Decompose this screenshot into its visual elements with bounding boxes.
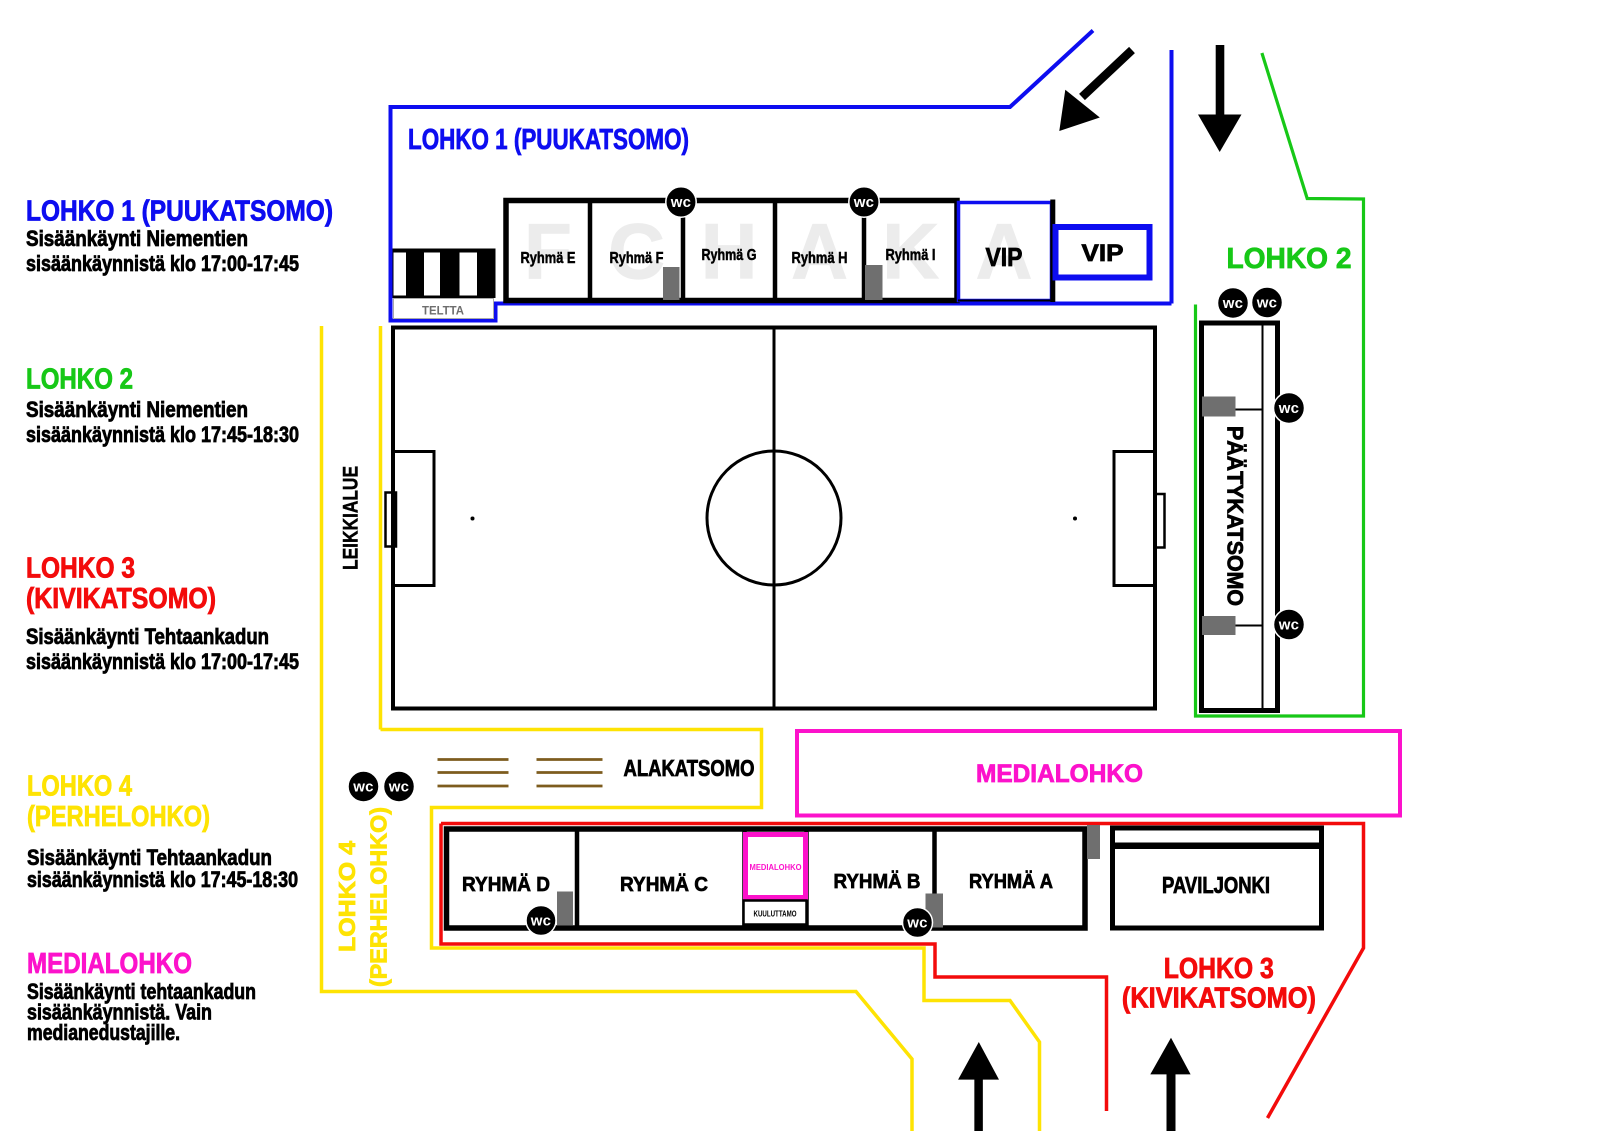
svg-text:LOHKO 3: LOHKO 3 (26, 553, 135, 585)
svg-text:(PERHELOHKO): (PERHELOHKO) (366, 807, 392, 987)
svg-text:Ryhmä H: Ryhmä H (792, 250, 848, 267)
svg-text:wc: wc (1222, 295, 1244, 312)
svg-text:LOHKO 4: LOHKO 4 (27, 771, 132, 803)
svg-text:Sisäänkäynti Niementien: Sisäänkäynti Niementien (26, 397, 248, 422)
svg-text:sisäänkäynnistä klo 17:00-17:4: sisäänkäynnistä klo 17:00-17:45 (26, 251, 299, 276)
svg-text:sisäänkäynnistä klo 17:45-18:3: sisäänkäynnistä klo 17:45-18:30 (27, 867, 298, 892)
svg-text:wc: wc (352, 779, 374, 796)
svg-text:LOHKO 2: LOHKO 2 (26, 364, 133, 396)
svg-text:Sisäänkäynti Tehtaankadun: Sisäänkäynti Tehtaankadun (26, 624, 269, 649)
svg-text:sisäänkäynnistä. Vain: sisäänkäynnistä. Vain (27, 1000, 212, 1025)
svg-text:F: F (524, 207, 572, 295)
svg-text:C: C (608, 207, 664, 295)
svg-text:RYHMÄ C: RYHMÄ C (620, 873, 708, 896)
svg-text:MEDIALOHKO: MEDIALOHKO (27, 948, 192, 980)
svg-text:LOHKO 1 (PUUKATSOMO): LOHKO 1 (PUUKATSOMO) (408, 124, 689, 156)
svg-text:medianedustajille.: medianedustajille. (27, 1020, 180, 1045)
svg-text:LOHKO 2: LOHKO 2 (1227, 243, 1352, 275)
svg-text:LOHKO 3: LOHKO 3 (1164, 953, 1274, 985)
svg-text:RYHMÄ A: RYHMÄ A (969, 870, 1053, 893)
svg-text:A: A (976, 207, 1032, 295)
svg-text:wc: wc (388, 779, 410, 796)
svg-text:Ryhmä F: Ryhmä F (610, 250, 664, 267)
svg-text:VIP: VIP (1082, 240, 1124, 267)
svg-text:wc: wc (1278, 617, 1300, 634)
svg-text:Ryhmä G: Ryhmä G (702, 247, 757, 264)
svg-text:Sisäänkäynti Niementien: Sisäänkäynti Niementien (26, 226, 248, 251)
svg-text:VIP: VIP (986, 242, 1023, 272)
svg-text:H: H (701, 207, 757, 295)
svg-text:MEDIALOHKO: MEDIALOHKO (750, 862, 802, 872)
svg-text:wc: wc (670, 194, 692, 211)
svg-text:ALAKATSOMO: ALAKATSOMO (624, 755, 755, 781)
svg-text:PÄÄTYKATSOMO: PÄÄTYKATSOMO (1223, 426, 1248, 606)
svg-text:wc: wc (853, 194, 875, 211)
svg-text:wc: wc (1278, 400, 1300, 417)
svg-text:LOHKO 4: LOHKO 4 (334, 841, 360, 952)
svg-text:wc: wc (906, 915, 928, 932)
svg-text:Sisäänkäynti tehtaankadun: Sisäänkäynti tehtaankadun (27, 979, 256, 1004)
svg-text:PAVILJONKI: PAVILJONKI (1162, 872, 1270, 898)
svg-text:K: K (882, 207, 938, 295)
svg-text:wc: wc (530, 913, 552, 930)
svg-text:RYHMÄ B: RYHMÄ B (834, 870, 921, 893)
svg-text:MEDIALOHKO: MEDIALOHKO (976, 760, 1143, 788)
svg-text:LEIKKIALUE: LEIKKIALUE (340, 466, 363, 570)
svg-text:RYHMÄ D: RYHMÄ D (462, 873, 550, 896)
svg-text:Ryhmä I: Ryhmä I (886, 247, 936, 264)
svg-text:TELTTA: TELTTA (422, 306, 464, 318)
svg-text:(KIVIKATSOMO): (KIVIKATSOMO) (1122, 983, 1316, 1015)
svg-text:wc: wc (1256, 295, 1278, 312)
svg-text:(PERHELOHKO): (PERHELOHKO) (27, 801, 210, 833)
svg-text:LOHKO 1 (PUUKATSOMO): LOHKO 1 (PUUKATSOMO) (26, 196, 333, 228)
svg-text:Sisäänkäynti Tehtaankadun: Sisäänkäynti Tehtaankadun (27, 845, 272, 870)
svg-text:Ryhmä E: Ryhmä E (521, 250, 576, 267)
svg-text:KUULUTTAMO: KUULUTTAMO (754, 909, 797, 919)
svg-text:sisäänkäynnistä klo 17:45-18:3: sisäänkäynnistä klo 17:45-18:30 (26, 422, 299, 447)
svg-text:(KIVIKATSOMO): (KIVIKATSOMO) (26, 583, 216, 615)
svg-text:A: A (791, 207, 847, 295)
svg-text:sisäänkäynnistä klo 17:00-17:4: sisäänkäynnistä klo 17:00-17:45 (26, 649, 299, 674)
